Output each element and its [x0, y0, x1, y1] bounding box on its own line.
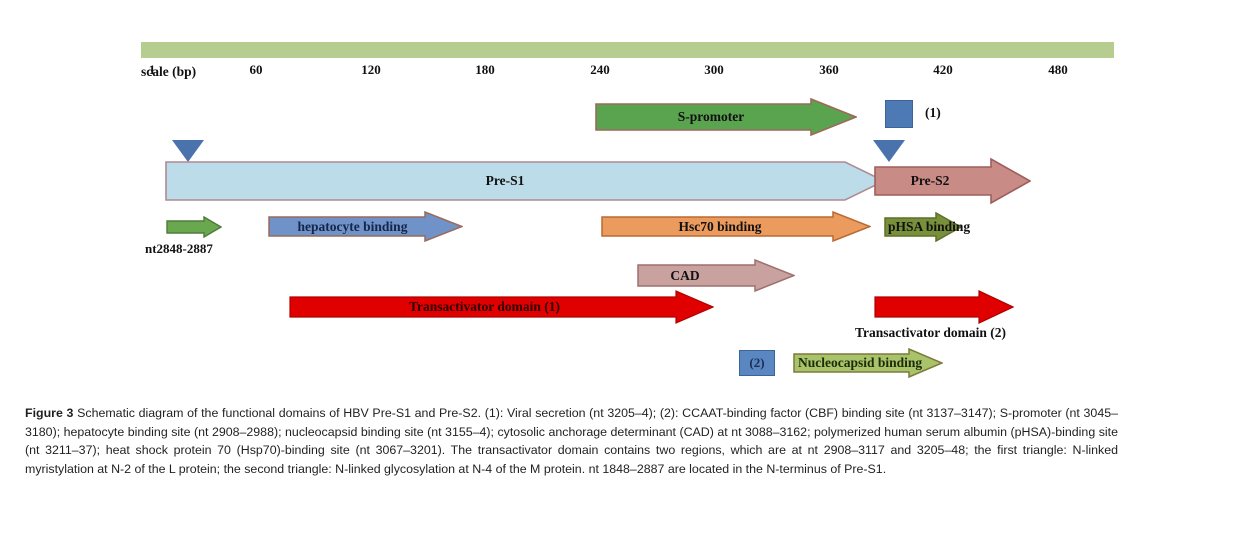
note-2-label: (2)	[749, 355, 765, 370]
phsa-binding-label: pHSA binding	[888, 219, 971, 234]
scale-tick-300: 300	[704, 62, 724, 77]
figure-caption: Figure 3 Schematic diagram of the functi…	[25, 404, 1118, 478]
note-1-label: (1)	[925, 105, 941, 120]
nt-region-arrow	[166, 216, 222, 238]
scale-tick-420: 420	[933, 62, 953, 77]
cbf-binding-square-marker: (2)	[739, 350, 775, 376]
scale-tick-1: 1	[148, 62, 156, 77]
hsc70-binding-arrow: Hsc70 binding	[601, 211, 871, 242]
scale-tick-240: 240	[590, 62, 610, 77]
transactivator-2-arrow	[874, 290, 1014, 324]
transactivator-2-label: Transactivator domain (2)	[855, 325, 1006, 340]
transactivator-1-arrow: Transactivator domain (1)	[289, 290, 714, 324]
nucleocapsid-binding-label: Nucleocapsid binding	[798, 355, 923, 370]
scale-tick-60: 60	[249, 62, 263, 77]
scale-tick-360: 360	[819, 62, 839, 77]
scale-tick-480: 480	[1048, 62, 1068, 77]
s-promoter-arrow-shape	[595, 98, 857, 136]
cad-arrow: CAD	[637, 259, 795, 292]
scale-axis-label: scale (bp)	[141, 64, 197, 79]
scale-bar: 1 60 120 180 240 300 360 420 480	[141, 42, 1114, 77]
transactivator-1-shape	[289, 290, 714, 324]
phsa-binding-arrow	[884, 212, 962, 242]
figure-caption-text: Schematic diagram of the functional doma…	[25, 406, 1118, 476]
transactivator-2-shape	[874, 290, 1014, 324]
hepatocyte-binding-arrow: hepatocyte binding	[268, 211, 463, 242]
pre-s2-arrow: Pre-S2	[874, 157, 1031, 205]
nt-region-shape	[166, 216, 222, 238]
viral-secretion-square-marker	[885, 100, 913, 128]
nucleocapsid-binding-shape	[793, 348, 943, 378]
pre-s1-bar: Pre-S1	[165, 161, 885, 201]
nt-region-label: nt2848-2887	[145, 241, 213, 256]
cad-shape	[637, 259, 795, 292]
figure-caption-label: Figure 3	[25, 406, 74, 420]
myristylation-triangle-icon	[172, 140, 204, 162]
phsa-binding-shape	[884, 212, 962, 242]
pre-s1-shape	[165, 161, 885, 201]
hepatocyte-binding-shape	[268, 211, 463, 242]
scale-tick-120: 120	[361, 62, 381, 77]
hsc70-binding-shape	[601, 211, 871, 242]
figure-panel: 1 60 120 180 240 300 360 420 480 scale (…	[141, 42, 1114, 378]
scale-tick-180: 180	[475, 62, 495, 77]
glycosylation-triangle-icon	[873, 140, 905, 162]
s-promoter-arrow: S-promoter	[595, 98, 857, 136]
nucleocapsid-binding-arrow	[793, 348, 943, 378]
pre-s2-shape	[874, 157, 1031, 205]
